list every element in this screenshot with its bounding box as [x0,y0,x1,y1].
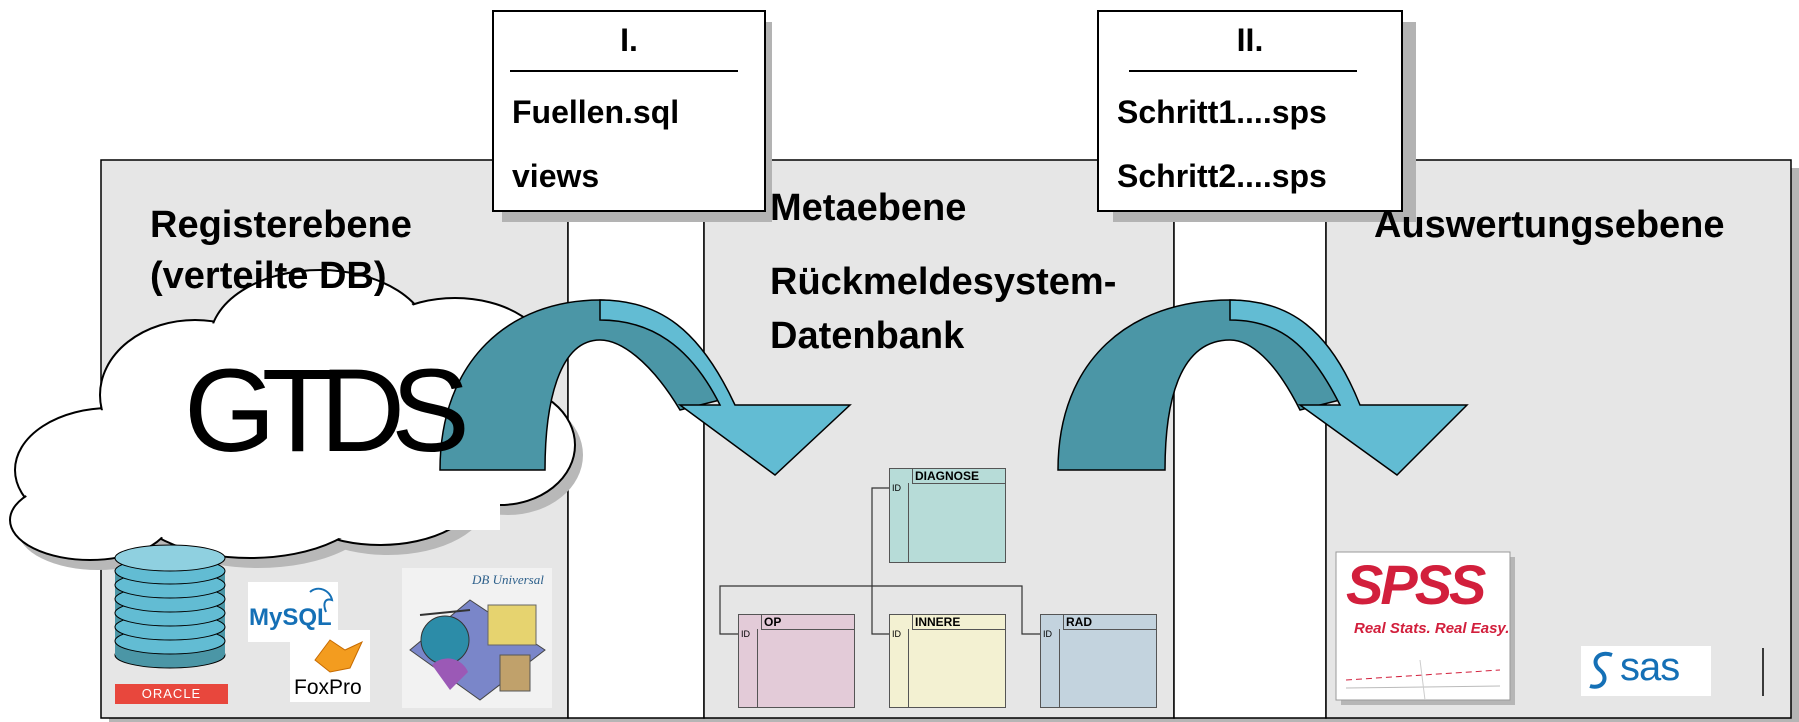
er-relations [719,487,1040,635]
er-table-op-divider [757,629,758,707]
step-1-item-1: Fuellen.sql [512,94,680,130]
er-table-innere: INNERE ID [889,614,1006,708]
flow-arrow-1 [439,299,852,476]
sas-logo-text: sas [1620,645,1680,689]
oracle-logo-bar [115,684,228,704]
register-title-line1: Registerebene [150,204,412,246]
register-title-line2: (verteilte DB) [150,255,387,297]
spss-logo-text: SPSS [1346,553,1486,616]
er-table-op: OP ID [738,614,855,708]
step-2-item-2: Schritt2....sps [1117,158,1327,194]
spss-tagline: Real Stats. Real Easy. [1354,620,1510,637]
foxpro-logo-text: FoxPro [294,676,362,699]
flow-arrow-2 [1057,299,1469,476]
step-2-number: II. [1236,22,1264,58]
er-table-diagnose-divider [908,483,909,562]
meta-subtitle-line1: Rückmeldesystem- [770,261,1117,303]
er-table-diagnose-id: ID [892,483,901,493]
er-table-op-header: OP [761,615,854,630]
er-table-rad: RAD ID [1040,614,1157,708]
spss-logo [1335,551,1515,705]
step-1-item-2: views [512,158,600,194]
gap-panel-1 [567,159,705,719]
step-box-2: II. Schritt1....sps Schritt2....sps [1097,10,1403,212]
database-stack-icon [114,544,226,669]
gtds-label: GTDS [184,345,470,477]
sas-logo [1581,646,1764,696]
er-table-innere-id: ID [892,629,901,639]
gap-panel-2 [1173,159,1327,719]
evaluation-title: Auswertungsebene [1374,204,1725,246]
er-table-rad-divider [1059,629,1060,707]
step-1-divider [510,70,738,72]
meta-subtitle-line2: Datenbank [770,315,965,357]
er-table-rad-header: RAD [1063,615,1156,630]
fox-icon [314,639,364,673]
er-table-innere-divider [908,629,909,707]
step-1-number: I. [620,22,638,58]
mysql-logo-text: MySQL [249,604,332,631]
er-table-diagnose: DIAGNOSE ID [889,468,1006,563]
er-table-rad-id: ID [1043,629,1052,639]
dolphin-icon [309,587,334,613]
step-box-1: I. Fuellen.sql views [492,10,766,212]
er-table-diagnose-header: DIAGNOSE [912,469,1005,484]
step-2-item-1: Schritt1....sps [1117,94,1327,130]
oracle-logo-text: ORACLE [141,686,202,701]
er-table-innere-header: INNERE [912,615,1005,630]
er-table-op-id: ID [741,629,750,639]
db-universal-text: DB Universal [472,572,544,587]
step-2-divider [1129,70,1357,72]
db-universal-clipart [402,568,552,708]
meta-title: Metaebene [770,187,967,229]
